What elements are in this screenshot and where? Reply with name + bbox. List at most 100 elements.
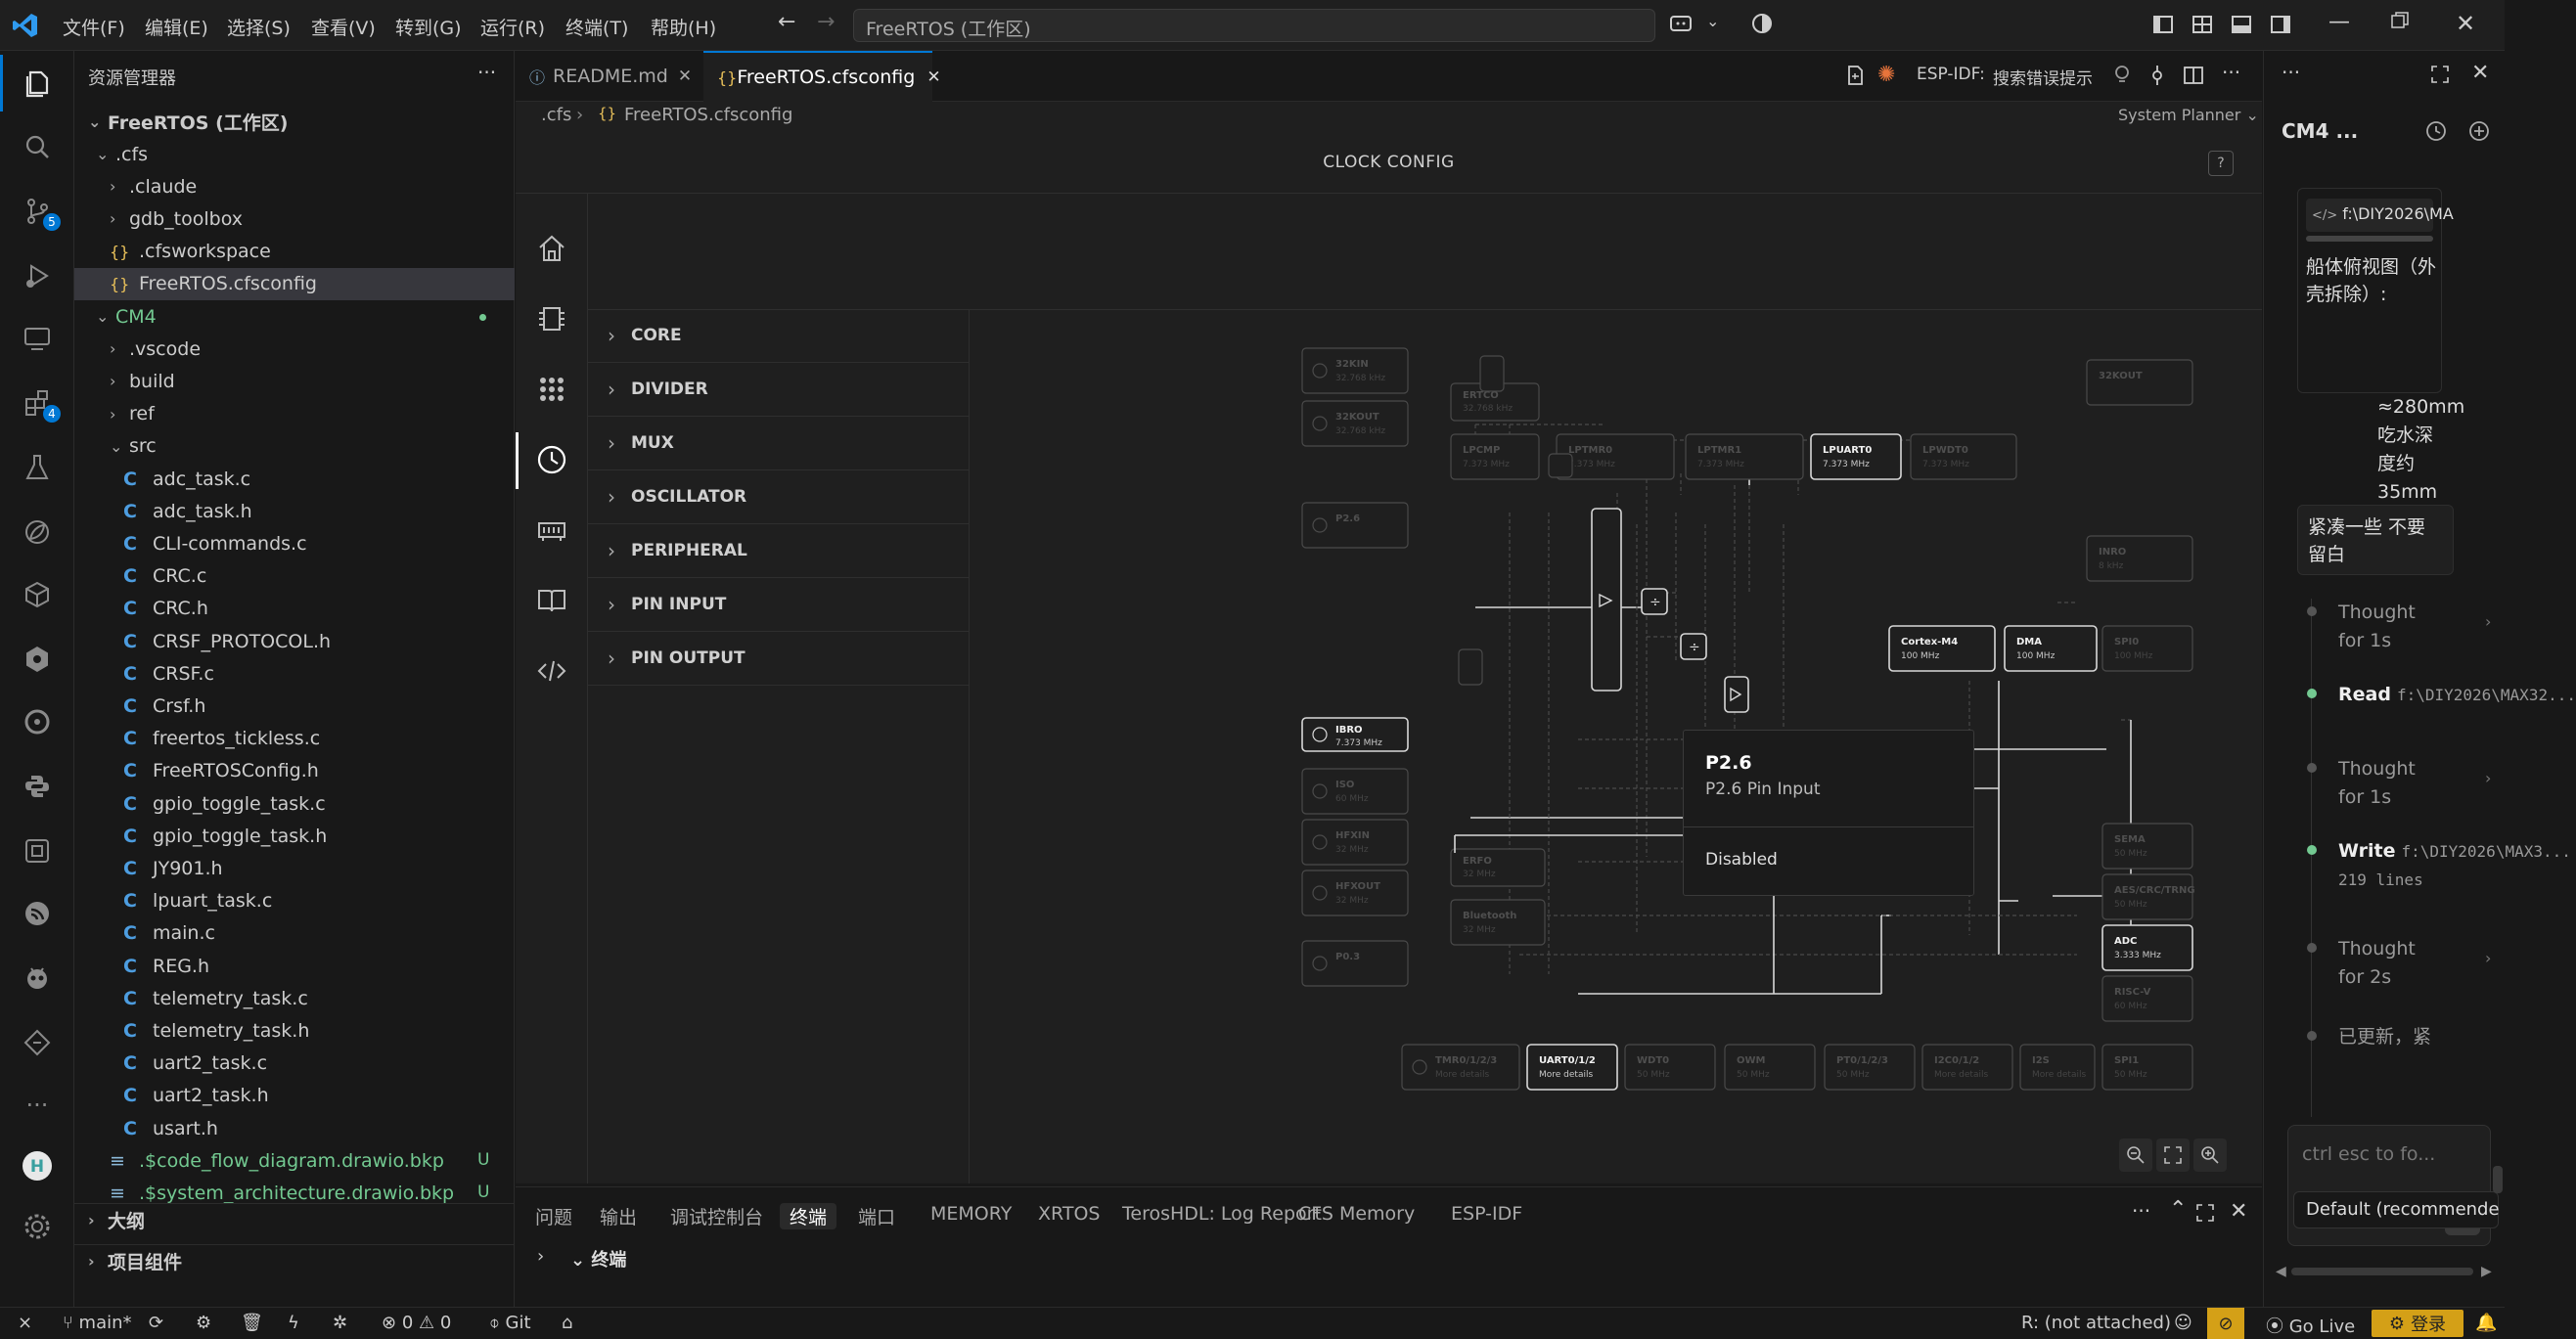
clock-icon[interactable] <box>516 424 588 495</box>
path-chip[interactable]: </> f:\DIY2026\MA <box>2306 199 2454 232</box>
close-tab-icon[interactable]: ✕ <box>677 67 693 86</box>
node-p0-3[interactable]: P0.3 <box>1301 940 1409 987</box>
node-32kout[interactable]: 32KOUT <box>2086 359 2193 406</box>
maximize-panel-icon[interactable] <box>2195 1203 2215 1227</box>
zoom-out-icon[interactable] <box>2119 1138 2152 1172</box>
memory-icon[interactable] <box>516 495 588 565</box>
section-divider[interactable]: ›DIVIDER <box>588 363 970 417</box>
tree-item[interactable]: ⌄.cfs <box>74 138 515 170</box>
tree-item[interactable]: ›ref <box>74 398 515 430</box>
scroll-right-icon[interactable]: ▶ <box>2481 1264 2492 1279</box>
monitor-bug-icon[interactable]: ✲ <box>333 1313 348 1333</box>
testing-flask-icon[interactable] <box>0 438 74 497</box>
chat-menu-icon[interactable]: ··· <box>2282 61 2301 84</box>
menu-run[interactable]: 运行(R) <box>480 18 546 39</box>
forward-arrow-icon[interactable]: → <box>817 10 836 34</box>
chat-step[interactable]: Thought for 1s <box>2338 755 2446 812</box>
tree-item[interactable]: ›.vscode <box>74 333 515 365</box>
new-chat-icon[interactable] <box>2467 119 2491 148</box>
section-mux[interactable]: ›MUX <box>588 417 970 470</box>
tab-freertos-cfsconfig[interactable]: {} FreeRTOS.cfsconfig ✕ <box>703 51 941 102</box>
panel-tab[interactable]: CFS Memory <box>1298 1203 1416 1225</box>
home-icon[interactable]: ⌂ <box>562 1313 573 1333</box>
open-changes-icon[interactable] <box>1844 65 1866 91</box>
trash-icon[interactable]: 🗑 <box>241 1313 263 1333</box>
run-debug-icon[interactable] <box>0 246 74 305</box>
flash-icon[interactable]: ϟ <box>288 1313 299 1333</box>
scroll-left-icon[interactable]: ◀ <box>2276 1264 2286 1279</box>
peripheral-grid-icon[interactable] <box>516 354 588 424</box>
panel-tab[interactable]: MEMORY <box>930 1203 1013 1225</box>
tree-item[interactable]: ⌄src <box>74 430 515 463</box>
breadcrumb-file[interactable]: FreeRTOS.cfsconfig <box>624 105 793 125</box>
avatar[interactable]: H <box>0 1137 74 1195</box>
login-button[interactable]: ⚙登录 <box>2372 1310 2463 1337</box>
section-oscillator[interactable]: ›OSCILLATOR <box>588 470 970 524</box>
cube-extension-icon[interactable] <box>0 565 74 624</box>
problems-indicator[interactable]: ⊗ 0 ⚠ 0 <box>382 1313 452 1333</box>
terminal-group[interactable]: ⌄ 终端 <box>570 1250 627 1271</box>
git-indicator[interactable]: ⌽ Git <box>489 1313 531 1333</box>
espidf-search-hint[interactable]: 搜索错误提示 <box>1993 69 2093 89</box>
panel-tab[interactable]: TerosHDL: Log Report <box>1122 1203 1322 1225</box>
sync-icon[interactable]: ⟳ <box>149 1313 164 1333</box>
branch-indicator[interactable]: ⑂ main* <box>63 1313 132 1333</box>
diamond-extension-icon[interactable] <box>0 1013 74 1072</box>
chat-step[interactable]: Thought for 1s <box>2338 599 2446 655</box>
explorer-files-icon[interactable] <box>0 55 74 113</box>
documentation-book-icon[interactable] <box>516 565 588 636</box>
espidf-flame-icon[interactable]: ✺ <box>1877 63 1896 87</box>
help-icon[interactable]: ? <box>2208 151 2234 176</box>
panel-more-icon[interactable]: ··· <box>2132 1199 2151 1223</box>
chat-input-placeholder[interactable]: ctrl esc to fo... <box>2302 1143 2436 1165</box>
node-pt0-1-2-3[interactable]: PT0/1/2/350 MHz <box>1824 1044 1916 1091</box>
restore-icon[interactable] <box>2391 12 2409 34</box>
maximize-chat-icon[interactable] <box>2430 65 2450 89</box>
workspace-root[interactable]: ⌄FreeRTOS (工作区) <box>88 112 289 134</box>
menu-goto[interactable]: 转到(G) <box>395 18 462 39</box>
toggle-panel-icon[interactable] <box>2231 14 2252 40</box>
notifications-bell-icon[interactable]: 🔔 <box>2475 1313 2498 1333</box>
chevron-right-icon[interactable]: › <box>2485 949 2492 967</box>
section-pin-input[interactable]: ›PIN INPUT <box>588 578 970 632</box>
menu-edit[interactable]: 编辑(E) <box>145 18 208 39</box>
close-panel-icon[interactable]: ✕ <box>2230 1199 2248 1224</box>
panel-tab[interactable]: XRTOS <box>1038 1203 1101 1225</box>
panel-tab[interactable]: 端口 <box>858 1207 896 1228</box>
home-icon[interactable] <box>516 213 588 284</box>
panel-tab[interactable]: 终端 <box>780 1203 837 1229</box>
menu-view[interactable]: 查看(V) <box>311 18 376 39</box>
panel-tab[interactable]: 输出 <box>600 1207 638 1228</box>
chevron-down-icon[interactable]: ⌄ <box>1706 12 1720 30</box>
menu-file[interactable]: 文件(F) <box>63 18 125 39</box>
split-editor-icon[interactable] <box>2183 65 2204 91</box>
toggle-secondary-sidebar-icon[interactable] <box>2270 14 2291 40</box>
menu-selection[interactable]: 选择(S) <box>227 18 291 39</box>
section-peripheral[interactable]: ›PERIPHERAL <box>588 524 970 578</box>
tree-item[interactable]: ›.claude <box>74 170 515 202</box>
rss-extension-icon[interactable] <box>0 884 74 943</box>
close-tab-icon[interactable]: ✕ <box>926 67 941 87</box>
node-risc-v[interactable]: RISC-V60 MHz <box>2101 975 2193 1022</box>
node-p2-6[interactable]: P2.6 <box>1301 502 1409 549</box>
